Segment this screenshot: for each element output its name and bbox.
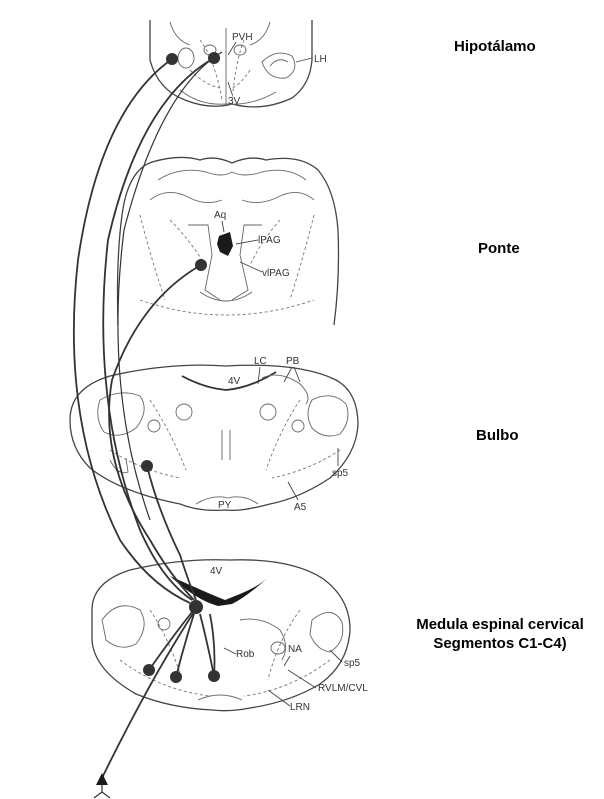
fiber-descending	[102, 612, 194, 778]
title-spinal-cord-line1: Medula espinal cervical	[396, 616, 604, 633]
label-lrn: LRN	[290, 702, 310, 713]
fiber-spinal-b	[176, 614, 194, 677]
label-lc: LC	[254, 356, 267, 367]
label-sp5-spinal: sp5	[344, 658, 361, 669]
fiber-hypothalamus-right-b	[118, 52, 222, 520]
label-lh: LH	[314, 54, 327, 65]
label-lpag: lPAG	[258, 235, 281, 246]
title-spinal-cord-line2: Segmentos C1-C4)	[396, 635, 604, 652]
pons-section: Aq lPAG vlPAG	[118, 157, 339, 325]
label-py: PY	[218, 500, 232, 511]
output-neuron	[94, 773, 110, 798]
hypothalamus-section: PVH LH 3V	[150, 20, 327, 107]
label-4v-bulb: 4V	[228, 376, 241, 387]
label-rob: Rob	[236, 649, 255, 660]
title-hypothalamus: Hipotálamo	[454, 38, 536, 55]
label-rvlm-cvl: RVLM/CVL	[318, 683, 368, 694]
fiber-hypothalamus-right	[103, 58, 214, 600]
fiber-hypothalamus-left	[74, 59, 190, 603]
label-pb: PB	[286, 356, 300, 367]
title-bulb: Bulbo	[476, 427, 519, 444]
label-a5: A5	[294, 502, 307, 513]
title-pons: Ponte	[478, 240, 520, 257]
spinal-cord-section: 4V Rob NA sp5 RVLM/CVL LRN	[92, 560, 368, 713]
label-3v: 3V	[228, 96, 241, 107]
label-pvh: PVH	[232, 32, 253, 43]
aqueduct	[217, 232, 233, 256]
label-4v-spinal: 4V	[210, 566, 223, 577]
label-vlpag: vlPAG	[262, 268, 290, 279]
fiber-pag	[109, 265, 201, 600]
label-aq: Aq	[214, 210, 226, 221]
label-na: NA	[288, 644, 302, 655]
label-sp5-bulb: sp5	[332, 468, 349, 479]
